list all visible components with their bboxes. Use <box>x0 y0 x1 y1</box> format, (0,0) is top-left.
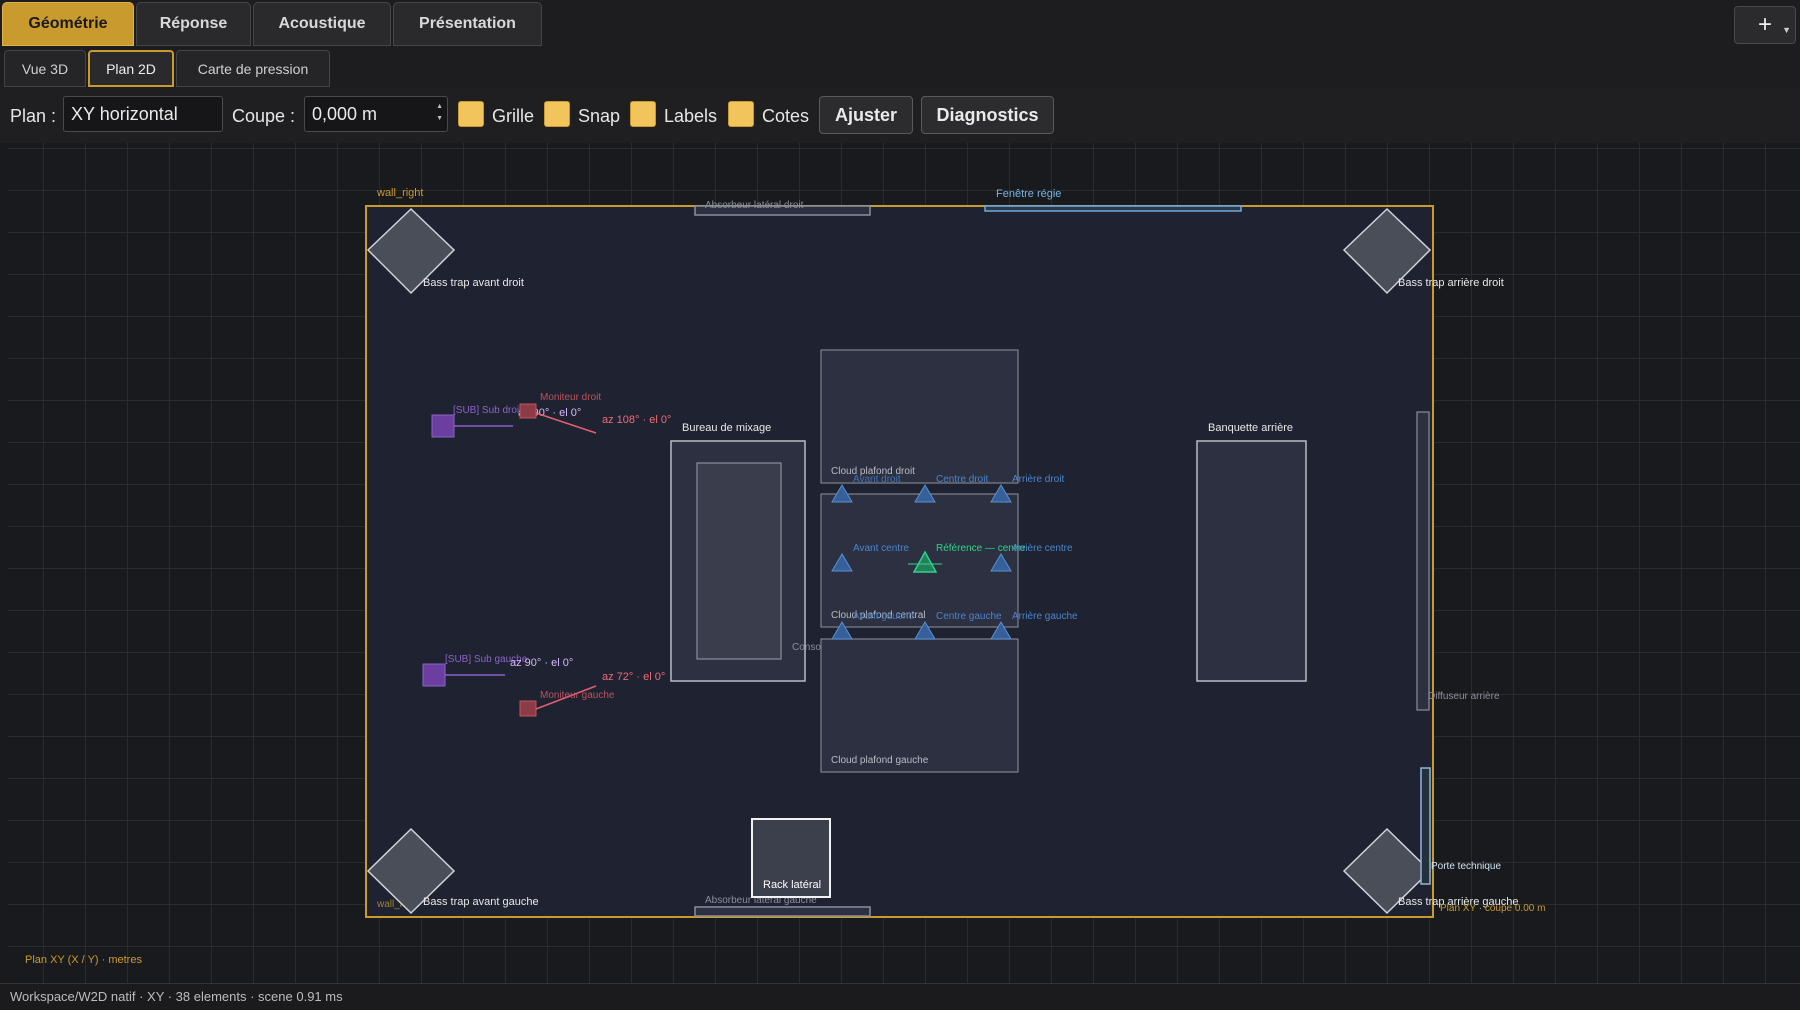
bureau-de-mixage-label: Bureau de mixage <box>682 422 771 434</box>
avant-centre-marker[interactable] <box>831 553 853 572</box>
coupe-value: 0,000 m <box>312 104 378 124</box>
moniteur-droit-az: az 108° · el 0° <box>602 414 671 426</box>
tab-vue-3d[interactable]: Vue 3D <box>4 50 86 87</box>
bass-trap-arriere-droit[interactable] <box>1342 207 1432 295</box>
avant-droit-label: Avant droit <box>853 474 901 485</box>
tab-presentation[interactable]: Présentation <box>393 2 542 46</box>
status-bar: Workspace/W2D natif · XY · 38 elements ·… <box>0 983 1800 1010</box>
main-tab-bar: Géométrie Réponse Acoustique Présentatio… <box>0 0 1800 50</box>
arriere-gauche-marker[interactable] <box>990 621 1012 640</box>
sub-droit-label: [SUB] Sub droit <box>453 405 522 416</box>
plan-drawing: wall_right wall_left Absorbeur latéral d… <box>25 187 1545 966</box>
bass-trap-arriere-gauche-label: Bass trap arrière gauche <box>1398 896 1518 908</box>
banquette-label: Banquette arrière <box>1208 422 1293 434</box>
coupe-label: Coupe : <box>232 106 296 126</box>
bass-trap-avant-gauche[interactable] <box>366 827 456 915</box>
centre-gauche-marker[interactable] <box>914 621 936 640</box>
moniteur-droit-label: Moniteur droit <box>540 392 601 403</box>
avant-gauche-label: Avant gauche <box>853 611 914 622</box>
cloud-plafond-droit-label: Cloud plafond droit <box>831 466 915 477</box>
absorbeur-gauche-label: Absorbeur latéral gauche <box>705 895 817 906</box>
add-button[interactable]: + ▼ <box>1734 6 1796 44</box>
cotes-checkbox[interactable] <box>728 101 754 127</box>
labels-label: Labels <box>664 106 718 126</box>
moniteur-droit[interactable] <box>519 403 537 419</box>
moniteur-droit-direction <box>535 412 597 434</box>
coupe-stepper[interactable]: 0,000 m ▲▼ <box>304 96 448 132</box>
cloud-plafond-gauche-label: Cloud plafond gauche <box>831 755 929 766</box>
cloud-plafond-droit[interactable] <box>820 349 1019 484</box>
tab-geometrie[interactable]: Géométrie <box>2 2 134 46</box>
diagnostics-button[interactable]: Diagnostics <box>921 96 1054 134</box>
absorbeur-droit[interactable] <box>694 205 871 216</box>
arriere-droit-label: Arrière droit <box>1012 474 1064 485</box>
tab-carte-de-pression[interactable]: Carte de pression <box>176 50 330 87</box>
cotes-label: Cotes <box>762 106 810 126</box>
cloud-plafond-central-label: Cloud plafond central <box>831 610 926 621</box>
reference-label: Référence — centre <box>936 543 1026 554</box>
absorbeur-droit-label: Absorbeur latéral droit <box>705 200 804 211</box>
moniteur-gauche-az: az 72° · el 0° <box>602 671 665 683</box>
centre-gauche-label: Centre gauche <box>936 611 1002 622</box>
avant-centre-label: Avant centre <box>853 543 909 554</box>
plan-canvas[interactable]: wall_right wall_left Absorbeur latéral d… <box>8 143 1800 983</box>
rack-label: Rack latéral <box>763 879 821 891</box>
bass-trap-avant-droit[interactable] <box>366 207 456 295</box>
plan-select[interactable]: XY horizontal <box>63 96 223 132</box>
centre-droit-marker[interactable] <box>914 484 936 503</box>
tab-acoustique[interactable]: Acoustique <box>253 2 391 46</box>
labels-checkbox[interactable] <box>630 101 656 127</box>
arriere-centre-label: Arrière centre <box>1012 543 1073 554</box>
plan-toolbar: Plan : XY horizontal Coupe : 0,000 m ▲▼ … <box>0 89 1800 143</box>
plan-label: Plan : <box>10 106 57 126</box>
view-tab-bar: Vue 3D Plan 2D Carte de pression <box>0 49 1800 90</box>
axes-info-label: Plan XY (X / Y) · metres <box>25 954 142 966</box>
tab-plan-2d[interactable]: Plan 2D <box>88 50 174 87</box>
snap-checkbox[interactable] <box>544 101 570 127</box>
sub-gauche-label: [SUB] Sub gauche <box>445 654 528 665</box>
diffuseur-arriere[interactable] <box>1416 411 1430 711</box>
fenetre-regie[interactable] <box>984 205 1242 212</box>
snap-label: Snap <box>578 106 621 126</box>
banquette-arriere[interactable] <box>1196 440 1307 682</box>
arriere-centre-marker[interactable] <box>990 553 1012 572</box>
sub-gauche[interactable] <box>422 663 446 687</box>
porte-label: Porte technique <box>1431 861 1501 872</box>
tab-reponse[interactable]: Réponse <box>136 2 251 46</box>
sub-gauche-az: az 90° · el 0° <box>510 657 573 669</box>
bass-trap-arriere-droit-label: Bass trap arrière droit <box>1398 277 1504 289</box>
bass-trap-avant-droit-label: Bass trap avant droit <box>423 277 524 289</box>
avant-droit-marker[interactable] <box>831 484 853 503</box>
absorbeur-gauche[interactable] <box>694 906 871 917</box>
cloud-plafond-gauche[interactable] <box>820 638 1019 773</box>
moniteur-gauche[interactable] <box>519 700 537 717</box>
grille-checkbox[interactable] <box>458 101 484 127</box>
chevron-down-icon: ▼ <box>1782 25 1791 35</box>
diffuseur-label: Diffuseur arrière <box>1428 691 1500 702</box>
moniteur-gauche-direction <box>535 685 597 710</box>
coupe-info-label: Plan XY · coupe 0.00 m <box>1440 903 1545 914</box>
reference-marker[interactable] <box>912 550 938 573</box>
porte-technique[interactable] <box>1420 767 1431 885</box>
ajuster-button[interactable]: Ajuster <box>819 96 913 134</box>
bass-trap-avant-gauche-label: Bass trap avant gauche <box>423 896 539 908</box>
sub-droit[interactable] <box>431 414 455 438</box>
wall-right-label: wall_right <box>376 187 423 199</box>
avant-gauche-marker[interactable] <box>831 621 853 640</box>
rack-lateral[interactable] <box>751 818 831 898</box>
fenetre-regie-label: Fenêtre régie <box>996 188 1061 200</box>
grille-label: Grille <box>492 106 535 126</box>
centre-droit-label: Centre droit <box>936 474 988 485</box>
arriere-droit-marker[interactable] <box>990 484 1012 503</box>
moniteur-gauche-label: Moniteur gauche <box>540 690 615 701</box>
stepper-arrows-icon[interactable]: ▲▼ <box>436 103 443 122</box>
wall-left-label: wall_left <box>376 899 413 910</box>
plus-icon: + <box>1757 11 1772 38</box>
arriere-gauche-label: Arrière gauche <box>1012 611 1078 622</box>
console-de-controle[interactable] <box>696 462 782 660</box>
bass-trap-arriere-gauche[interactable] <box>1342 827 1432 915</box>
